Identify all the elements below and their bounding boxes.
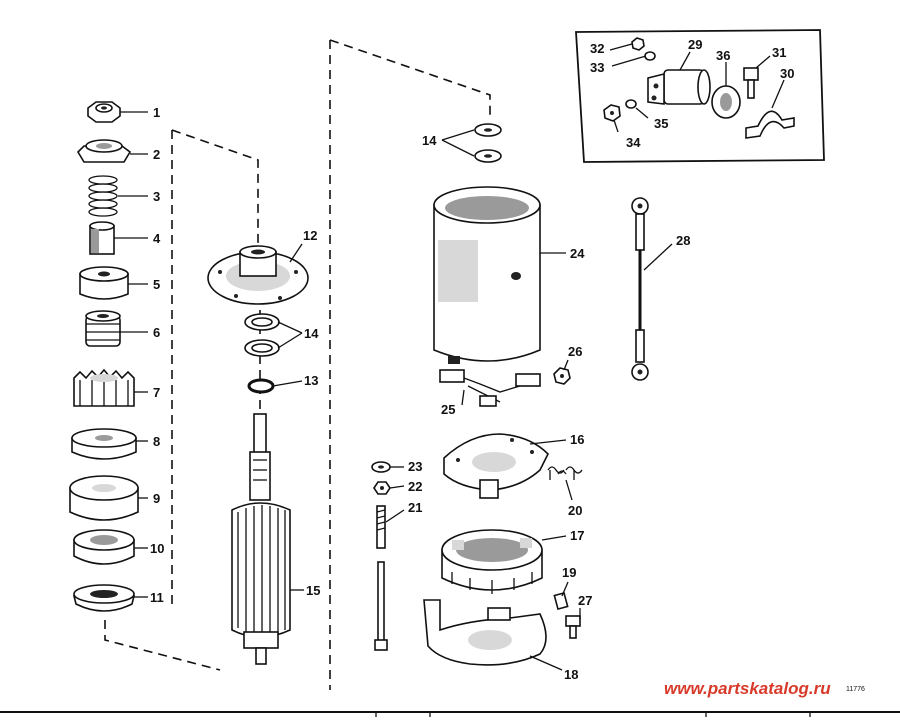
part-31-bolt <box>743 67 759 99</box>
part-8-thrust-washer <box>71 428 137 460</box>
part-11-end-washer <box>72 584 136 612</box>
label-15: 15 <box>306 583 320 598</box>
label-5: 5 <box>153 277 160 292</box>
part-17-brush-holder <box>441 529 543 594</box>
solenoid-inset-box <box>575 29 825 163</box>
part-27-screw <box>565 615 581 639</box>
label-35: 35 <box>654 116 668 131</box>
part-1-nut <box>87 101 121 123</box>
label-25: 25 <box>441 402 455 417</box>
part-5-collar <box>79 266 129 300</box>
part-34-nut <box>603 104 621 122</box>
part-13-washer <box>247 378 275 394</box>
part-3-spring <box>88 175 118 217</box>
bottom-table-border <box>0 711 900 717</box>
part-9-clutch-housing <box>69 475 139 521</box>
label-33: 33 <box>590 60 604 75</box>
part-24-field-frame <box>433 186 541 364</box>
label-21: 21 <box>408 500 422 515</box>
label-14-middle: 14 <box>304 326 319 341</box>
part-25-brush-leads <box>439 369 541 407</box>
part-21-stud <box>376 505 386 549</box>
label-27: 27 <box>578 593 592 608</box>
label-3: 3 <box>153 189 160 204</box>
part-35-washer <box>625 99 637 109</box>
label-2: 2 <box>153 147 160 162</box>
label-24: 24 <box>570 246 585 261</box>
label-31: 31 <box>772 45 786 60</box>
part-7-pinion-gear <box>73 368 135 407</box>
part-23-washer <box>371 461 391 473</box>
label-11: 11 <box>150 590 164 605</box>
part-14-washers-middle <box>244 313 280 357</box>
part-2-washer-cup <box>76 139 132 163</box>
part-14-washers-upper <box>474 123 502 163</box>
part-28-cable <box>631 197 649 381</box>
part-30-clamp <box>745 110 795 139</box>
label-10: 10 <box>150 541 164 556</box>
label-8: 8 <box>153 434 160 449</box>
part-32-nut <box>631 37 645 51</box>
label-29: 29 <box>688 37 702 52</box>
label-7: 7 <box>153 385 160 400</box>
label-16: 16 <box>570 432 584 447</box>
part-20-brush-springs <box>547 466 583 480</box>
part-16-brush-plate <box>443 433 549 499</box>
label-18: 18 <box>564 667 578 682</box>
label-20: 20 <box>568 503 582 518</box>
label-30: 30 <box>780 66 794 81</box>
part-19-brush <box>553 591 569 611</box>
part-12-end-cap <box>207 245 309 305</box>
label-13: 13 <box>304 373 318 388</box>
part-22-lockwasher <box>373 481 391 495</box>
part-26-nut <box>553 367 571 385</box>
assembly-dashed-lines <box>104 39 491 690</box>
label-12: 12 <box>303 228 317 243</box>
label-26: 26 <box>568 344 582 359</box>
part-through-bolt <box>374 561 388 651</box>
part-10-bushing-cup <box>73 529 135 565</box>
part-15-armature <box>231 413 291 665</box>
part-4-sleeve <box>89 221 115 255</box>
label-23: 23 <box>408 459 422 474</box>
watermark-text: www.partskatalog.ru <box>664 679 831 698</box>
part-18-end-plate <box>423 599 547 666</box>
label-6: 6 <box>153 325 160 340</box>
label-34: 34 <box>626 135 641 150</box>
part-36-bushing <box>711 85 741 119</box>
label-17: 17 <box>570 528 584 543</box>
part-33-lockwasher <box>644 51 656 61</box>
label-32: 32 <box>590 41 604 56</box>
label-22: 22 <box>408 479 422 494</box>
part-number-labels: 1 2 3 4 5 6 7 8 9 10 11 12 13 14 14 15 1… <box>150 37 794 682</box>
part-29-solenoid <box>647 69 711 105</box>
label-19: 19 <box>562 565 576 580</box>
label-36: 36 <box>716 48 730 63</box>
label-1: 1 <box>153 105 160 120</box>
label-28: 28 <box>676 233 690 248</box>
label-9: 9 <box>153 491 160 506</box>
label-4: 4 <box>153 231 161 246</box>
part-6-drive-spring-assembly <box>85 310 121 347</box>
label-14-upper: 14 <box>422 133 437 148</box>
drawing-code: 11776 <box>846 686 865 693</box>
label-leader-lines <box>114 43 785 671</box>
